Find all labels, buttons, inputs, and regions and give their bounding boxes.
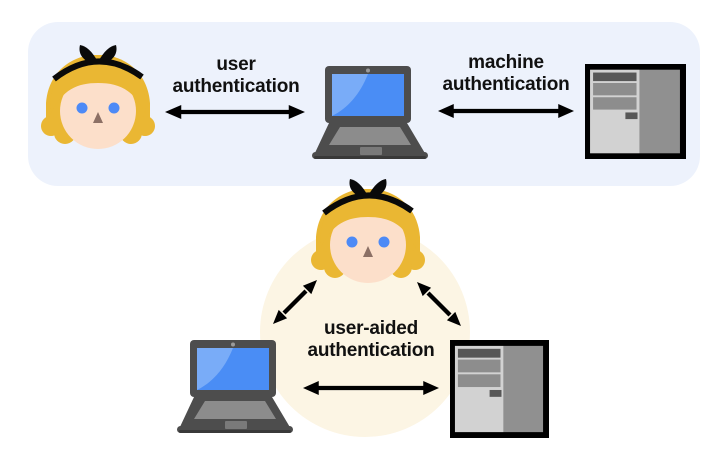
user-authentication-label: user authentication (156, 54, 316, 98)
server-front-panel (590, 69, 640, 154)
drive-bay-3 (457, 374, 501, 388)
user-girl-face-icon-bottom (311, 179, 425, 283)
nose (93, 112, 103, 123)
bow-right (98, 45, 117, 63)
screen-highlight (332, 74, 368, 116)
power-button (625, 112, 638, 120)
right-eye (378, 236, 390, 248)
machine-authentication-label: machine authentication (426, 52, 586, 96)
server-icon-bottom (450, 340, 549, 438)
headband (322, 192, 414, 216)
server-front-panel (454, 345, 504, 433)
double-arrow-user-server-diagonal (417, 282, 461, 326)
left-eye (76, 102, 88, 114)
label-line-2: authentication (442, 74, 570, 95)
power-button (489, 389, 502, 397)
label-line-1: user (216, 54, 256, 75)
face (330, 207, 406, 283)
webcam-dot (231, 342, 235, 347)
trackpad (360, 147, 382, 155)
label-line-1: machine (468, 52, 544, 73)
laptop-base-edge (314, 156, 426, 159)
double-arrow-user-laptop-diagonal (273, 280, 317, 324)
user-girl-face-icon-top (41, 45, 155, 149)
left-eye (346, 236, 358, 248)
face (60, 73, 136, 149)
trackpad (225, 421, 247, 429)
server-icon-top (585, 64, 686, 159)
screen-highlight (197, 348, 233, 390)
double-arrow-user-laptop (165, 105, 305, 119)
bow-left (349, 179, 368, 197)
server-side-panel (639, 69, 680, 154)
double-arrow-laptop-server-bottom (302, 381, 440, 395)
server-side-panel (503, 345, 544, 433)
drive-bay-2 (593, 83, 637, 96)
drive-bay-1 (457, 348, 501, 358)
headband (52, 58, 144, 82)
webcam-dot (366, 68, 370, 73)
laptop-icon-bottom (177, 340, 293, 433)
keyboard (329, 127, 411, 145)
drive-bay-1 (593, 72, 637, 82)
label-line-2: authentication (172, 76, 300, 97)
nose (363, 246, 373, 257)
keyboard (194, 401, 276, 419)
label-line-2: authentication (307, 340, 435, 361)
laptop-base-edge (179, 430, 291, 433)
double-arrow-laptop-server (437, 104, 575, 118)
bow-right (368, 179, 387, 197)
user-aided-authentication-label: user-aided authentication (291, 318, 451, 362)
label-line-1: user-aided (323, 318, 419, 339)
laptop-icon-top (312, 66, 428, 159)
bow-left (79, 45, 98, 63)
drive-bay-2 (457, 359, 501, 373)
right-eye (108, 102, 120, 114)
drive-bay-3 (593, 97, 637, 110)
